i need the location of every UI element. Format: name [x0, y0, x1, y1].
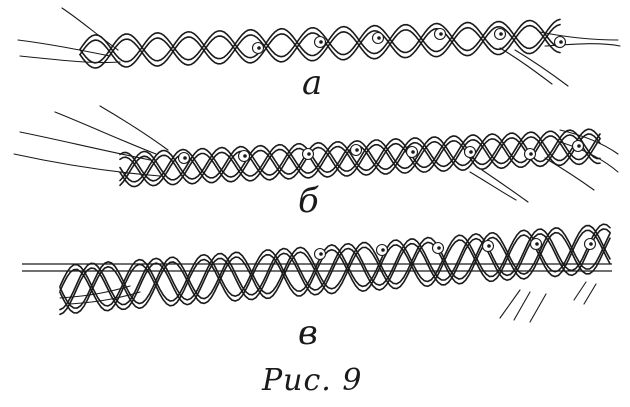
panel-b-strand-3-edge-1	[119, 128, 601, 182]
panel-v-stakes	[313, 237, 597, 261]
panel-a-left-end-3	[19, 55, 121, 64]
panel-b-stake-core-8	[577, 144, 581, 148]
panel-b-right-end-5	[559, 141, 619, 173]
panel-a-stake-core-6	[559, 40, 563, 44]
panel-v-right-end-2	[513, 291, 531, 321]
panel-label-v: в	[298, 313, 318, 353]
panel-b-right-end-3	[544, 157, 595, 191]
panel-b-stake-core-1	[183, 156, 187, 160]
panel-b-left-end-3	[99, 105, 169, 151]
panel-b-stake-core-3	[307, 152, 311, 156]
panel-b-strand-1-edge-2	[119, 134, 601, 188]
panel-b-stake-core-5	[411, 150, 415, 154]
panel-b-left-end-1	[19, 131, 151, 161]
panel-v-twist	[22, 223, 612, 323]
panel-label-b: б	[298, 181, 319, 221]
panel-b-strand-2-edge-2	[119, 135, 601, 187]
panel-v-stake-core-1	[319, 252, 323, 256]
panel-b-twist	[13, 105, 619, 203]
panel-v-stake-core-6	[589, 242, 593, 246]
panel-b-right-end-1	[469, 171, 517, 201]
panel-v-strand-2-edge-2	[59, 228, 611, 316]
panel-a-stake-core-4	[439, 32, 443, 36]
panel-a-stake-core-1	[257, 46, 261, 50]
panel-a-stake-core-2	[319, 40, 323, 44]
panel-v-stake-core-2	[381, 248, 385, 252]
panel-b-stake-core-6	[469, 150, 473, 154]
panel-b-stakes	[177, 139, 585, 165]
panel-v-strand-1-edge-1	[59, 227, 611, 309]
panel-v-strand-3-edge-1	[59, 224, 611, 307]
panel-v-right-end-5	[583, 283, 597, 305]
panel-v-stake-core-3	[437, 246, 441, 250]
panel-b-strand-2-edge-1	[119, 130, 601, 182]
panel-a-right-end-3	[539, 31, 619, 41]
panel-a-stakes	[251, 27, 567, 55]
panel-a-strand-2-edge-1	[79, 19, 561, 63]
panel-a-left-end-1	[17, 39, 111, 57]
panel-a-strand-1-edge-1	[79, 18, 561, 64]
panel-v-right-end-4	[573, 281, 587, 301]
figure-caption: Рис. 9	[262, 363, 363, 398]
panel-v-right-end-3	[529, 293, 547, 323]
panel-v-stake-core-4	[487, 244, 491, 248]
panel-label-a: а	[302, 63, 323, 103]
panel-b-right-end-2	[481, 169, 529, 203]
panel-b-left-end-2	[54, 111, 157, 155]
panel-v-strands	[59, 223, 611, 316]
panel-b-stake-core-7	[529, 152, 533, 156]
panel-v-right-end-1	[499, 289, 521, 319]
panel-v-strand-1-edge-2	[59, 231, 611, 314]
panel-b-stake-core-4	[355, 148, 359, 152]
panel-a-stake-core-3	[377, 36, 381, 40]
panel-v-strand-3-edge-2	[59, 229, 611, 312]
panel-a-right-end-4	[544, 43, 621, 47]
panel-b-left-end-4	[13, 153, 161, 177]
panel-a-twist	[17, 7, 621, 87]
panel-a-stake-core-5	[499, 32, 503, 36]
panel-b-stake-core-2	[243, 154, 247, 158]
panel-a-right-end-2	[514, 49, 569, 87]
panel-a-strand-2-edge-2	[79, 24, 561, 68]
panel-a-left-end-2	[61, 7, 119, 51]
panel-v-strand-2-edge-1	[59, 223, 611, 311]
panel-v-stake-core-5	[535, 242, 539, 246]
